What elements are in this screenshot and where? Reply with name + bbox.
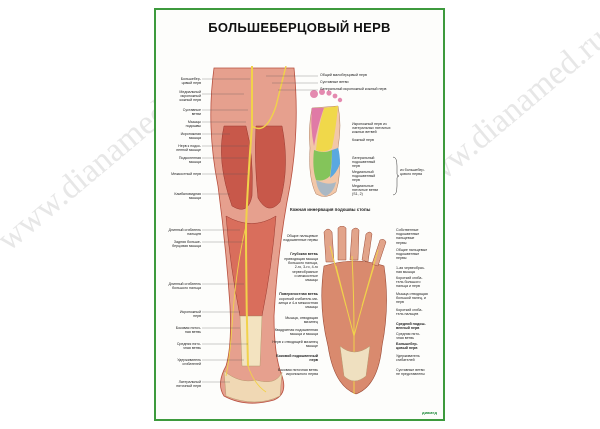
leg-label: Общий малоберцовый нерв (320, 73, 367, 77)
leg-label: Подколенная мышца (178, 156, 201, 165)
leg-label: Задняя больше- берцовая мышца (172, 240, 201, 249)
poster: БОЛЬШЕБЕРЦОВЫЙ НЕРВ Большебер- цовый нер… (154, 8, 445, 421)
foot-label: Нерв к отводящей мизинец мышце (272, 340, 318, 349)
leg-label: Икроножная мышца (180, 132, 201, 141)
foot-label: Общие пальцевые подошвенные нервы (396, 248, 428, 261)
sole-label: из большебер- цового нерва (400, 168, 425, 177)
leg-label: Мышцы подошвы (185, 120, 201, 129)
leader-lines (202, 75, 318, 383)
sole-label: Латеральный подошвенный нерв (352, 156, 376, 169)
foot-label: Квадратная подошвенная мышца и мышца (274, 328, 318, 337)
sole-label: Медиальный подошвенный нерв (352, 170, 376, 183)
foot-label: приводящая мышца большого пальца, 2-го, … (284, 257, 318, 283)
brand-logo: диамед (422, 410, 437, 415)
leg-label: Суставные ветви (182, 108, 201, 117)
poster-title: БОЛЬШЕБЕРЦОВЫЙ НЕРВ (208, 20, 391, 35)
leg-label: Средняя пято- чная ветвь (176, 342, 201, 351)
foot-label: Удерживатель сгибателей (396, 354, 420, 363)
foot-label: Поверхностная ветвь (279, 292, 318, 296)
foot-dissection-illustration (321, 226, 387, 395)
foot-label: Средняя пято- чная ветвь (396, 332, 421, 341)
leg-label: Камбаловидная мышца (174, 192, 201, 201)
foot-label: Короткий сгиба- тель большого пальца и н… (396, 276, 423, 289)
sole-label: Кожный нерв (352, 138, 374, 142)
sole-label: Медиальные пяточные ветви (S1, 2) (352, 184, 379, 197)
leg-label: Латеральный икроножный кожный нерв (320, 87, 387, 91)
leg-label: Длинный сгибатель пальцев (168, 228, 201, 237)
foot-label: короткий сгибатель ми- зинца и 4-я межко… (278, 297, 318, 310)
leg-label: Медиальный икроножный кожный нерв (179, 90, 201, 103)
sole-label: Икроножный нерв из латеральных пяточных … (352, 122, 391, 135)
foot-label: Мышца, отводящая мизинец (285, 316, 318, 325)
foot-label: Короткий сгиба- тель пальцев (396, 308, 423, 317)
foot-label: Большебер- цовый нерв (396, 342, 418, 351)
leg-label: Удерживатель сгибателей (177, 358, 201, 367)
leg-label: Суставные ветви (320, 80, 349, 84)
sole-bracket (392, 156, 400, 196)
leg-label: Межкостный нерв (171, 172, 201, 176)
foot-label: Глубокая ветвь (290, 252, 318, 256)
leg-label: Большебер- цовый нерв (180, 77, 201, 86)
foot-label: Средний подош- венный нерв (396, 322, 426, 331)
foot-label: Общие пальцевые подошвенные нервы (283, 234, 318, 243)
leg-label: Нерв к подко- ленной мышце (175, 144, 201, 153)
foot-label: Боковая пяточная ветвь икроножного нерва (277, 368, 318, 377)
foot-label: Собственные подошвенные пальцевые нервы (396, 228, 420, 245)
foot-label: Боковой подошвенный нерв (276, 354, 318, 363)
sole-innervation-map (309, 89, 343, 197)
leg-label: Длинный сгибатель большого пальца (168, 282, 201, 291)
leg-label: Икроножный нерв (179, 310, 201, 319)
foot-label: 1-ая червеобраз- ная мышца (396, 266, 425, 275)
leg-illustration (210, 66, 297, 404)
foot-label: Мышца отводящая большой палец, и нерв (396, 292, 428, 305)
leg-label: Латеральный пяточный нерв (176, 380, 201, 389)
foot-label: Суставные ветви не представлены (396, 368, 425, 377)
leg-label: Боковая пяточ- ная ветвь (175, 326, 201, 335)
sole-caption: Кожная иннервация подошвы стопы (290, 207, 371, 212)
